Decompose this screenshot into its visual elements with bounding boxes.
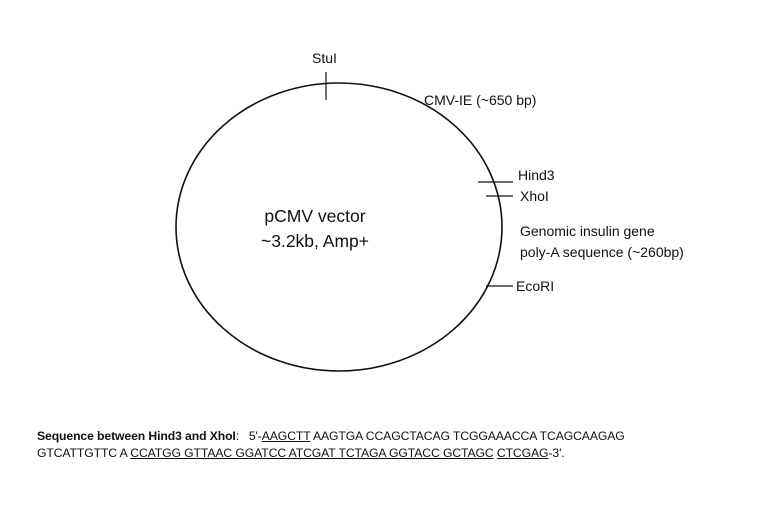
insert-label-line2: poly-A sequence (~260bp) [520, 244, 684, 260]
sequence-line1-rest: AAGTGA CCAGCTACAG TCGGAAACCA TCAGCAAGAG [310, 429, 625, 443]
plasmid-name: pCMV vector [264, 206, 365, 226]
sequence-label: Sequence between Hind3 and XhoI [37, 429, 236, 443]
sequence-line-2: GTCATTGTTC A CCATGG GTTAAC GGATCC ATCGAT… [37, 445, 565, 462]
hind3-site-sequence: AAGCTT [261, 429, 311, 443]
plasmid-details: ~3.2kb, Amp+ [261, 231, 369, 251]
sequence-line2-start: GTCATTGTTC A [37, 446, 131, 460]
sequence-suffix: -3'. [548, 446, 565, 460]
sequence-colon: : [235, 429, 240, 443]
mcs-sequence: CCATGG GTTAAC GGATCC ATCGAT TCTAGA GGTAC… [130, 446, 494, 460]
sequence-line-1: Sequence between Hind3 and XhoI: 5'-AAGC… [37, 428, 625, 445]
cmv-ie-label: CMV-IE (~650 bp) [424, 92, 536, 108]
insert-label-line1: Genomic insulin gene [520, 223, 655, 239]
hind3-label: Hind3 [518, 167, 555, 183]
stui-label: StuI [312, 50, 337, 66]
ecori-label: EcoRI [516, 278, 554, 294]
xhoi-label: XhoI [520, 188, 549, 204]
plasmid-circle [175, 82, 503, 372]
sequence-prefix: 5'- [248, 429, 262, 443]
xhoi-site-sequence: CTCGAG [496, 446, 549, 460]
